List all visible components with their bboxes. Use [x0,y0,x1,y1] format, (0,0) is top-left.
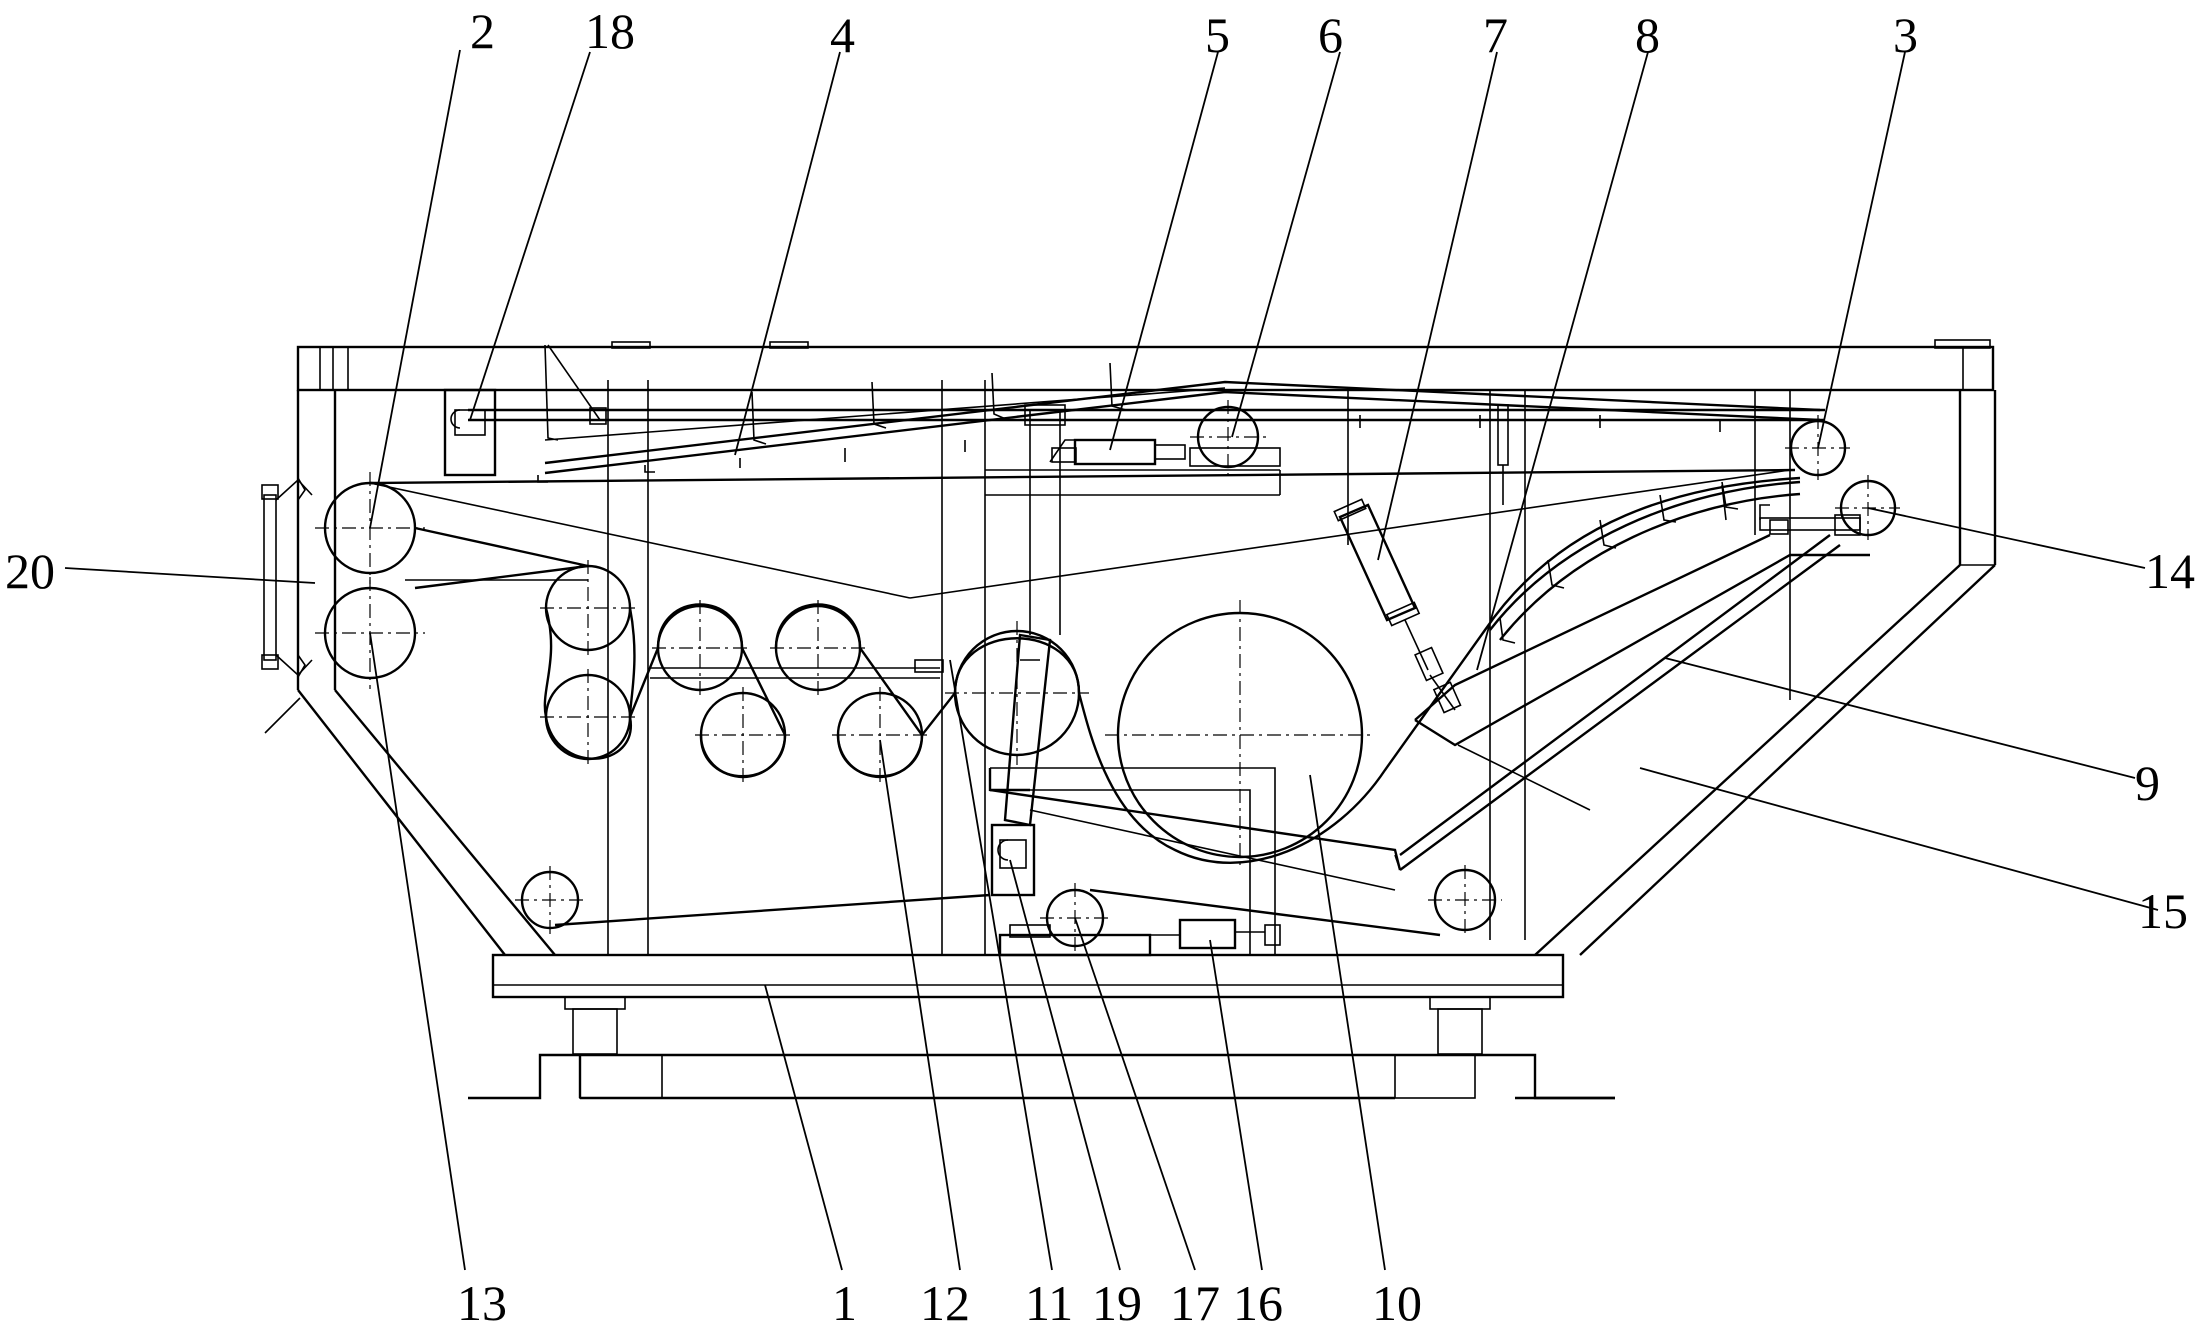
part-20-clamp [261,475,313,680]
lower-mechanism [554,404,1441,957]
curved-guide [1489,404,1801,644]
label-5: 5 [1205,7,1230,63]
top-frame [296,339,1995,392]
label-17: 17 [1170,1275,1220,1331]
part-18-housing [443,388,497,477]
upper-conveyor [468,344,1825,483]
label-7: 7 [1483,7,1508,63]
discharge-plates [1394,504,1870,871]
label-1: 1 [832,1275,857,1331]
part-7-cylinder [1333,498,1462,714]
label-10: 10 [1372,1275,1422,1331]
label-20: 20 [5,543,55,599]
label-18: 18 [585,3,635,59]
label-6: 6 [1318,7,1343,63]
fabric-path [369,468,1801,864]
part-5-cylinder [1049,438,1281,467]
label-11: 11 [1025,1275,1073,1331]
label-9: 9 [2135,755,2160,811]
label-14: 14 [2145,543,2195,599]
part-labels: 2 18 4 5 6 7 8 3 20 14 9 15 13 1 12 11 1… [5,3,2195,1331]
label-13: 13 [457,1275,507,1331]
leader-lines [64,49,2159,1271]
label-12: 12 [920,1275,970,1331]
label-2: 2 [470,3,495,59]
main-frame [264,380,1997,956]
label-15: 15 [2138,883,2188,939]
label-16: 16 [1233,1275,1283,1331]
label-19: 19 [1092,1275,1142,1331]
label-8: 8 [1635,7,1660,63]
base-frame [468,953,1615,1100]
label-3: 3 [1893,7,1918,63]
label-4: 4 [830,7,855,63]
